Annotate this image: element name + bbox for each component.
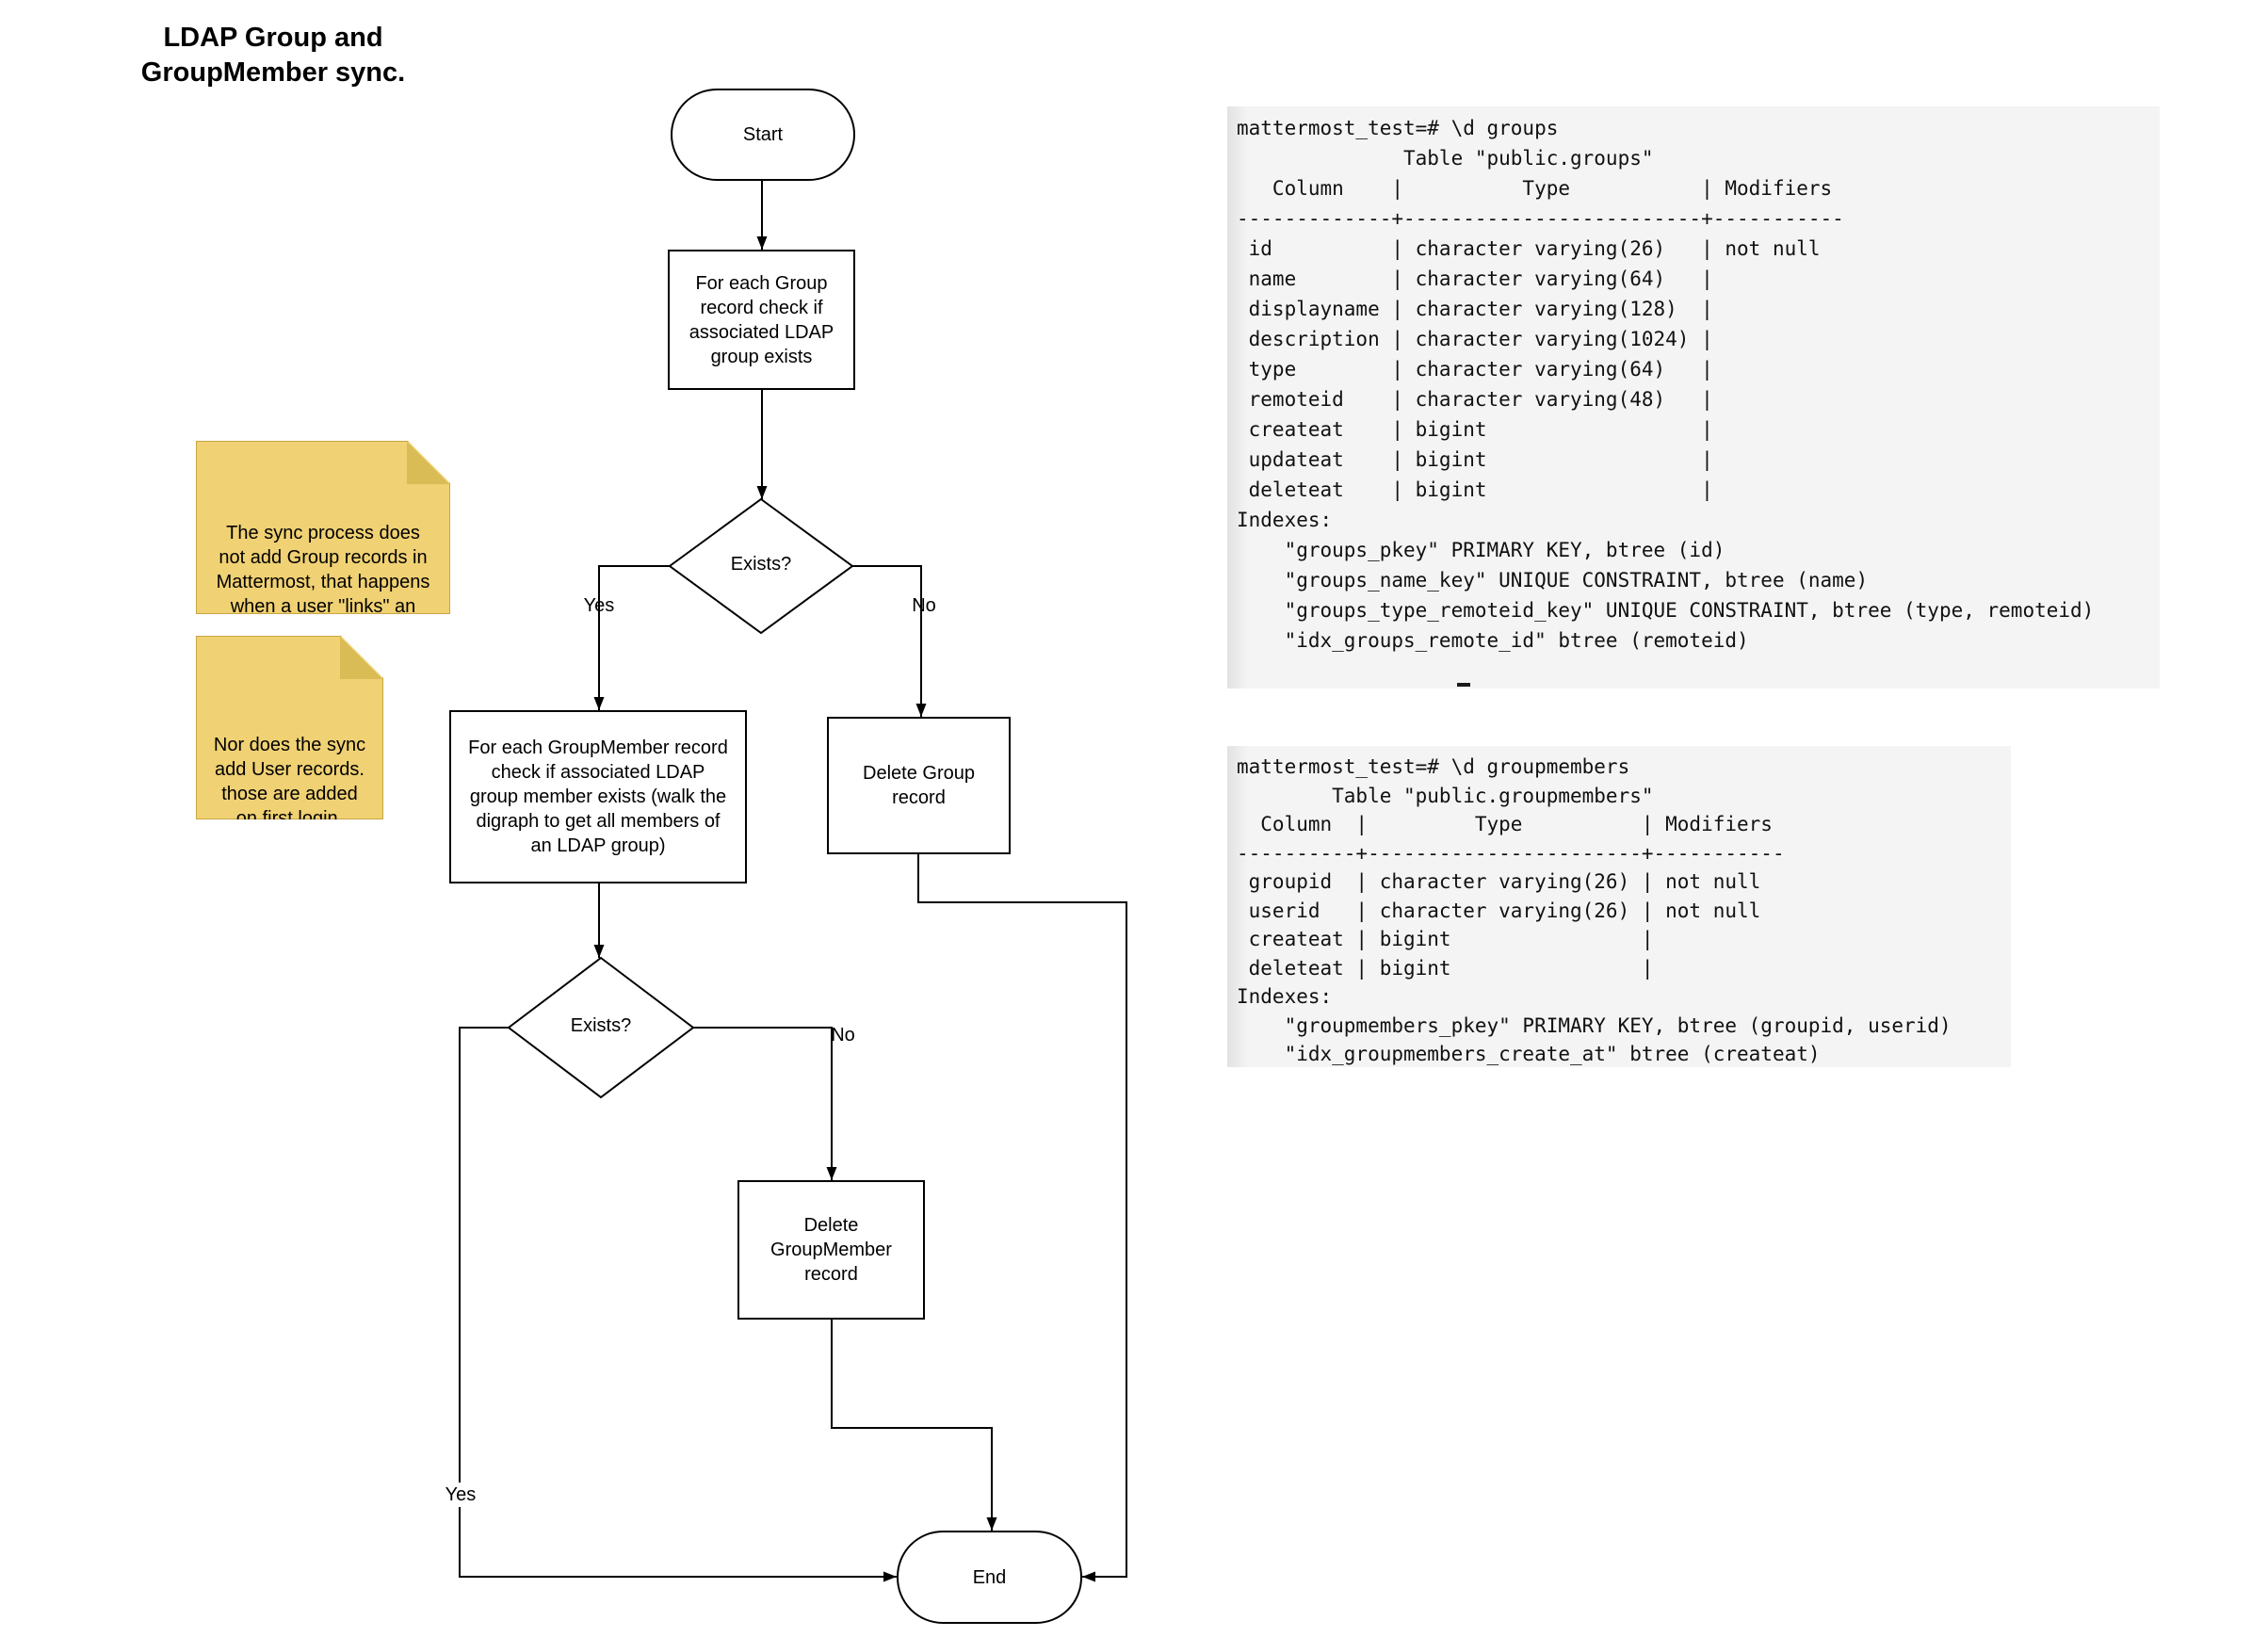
decision2-label: Exists? [570,1015,632,1036]
process-groupmember-node: For each GroupMember record check if ass… [449,710,747,883]
edge-deletegroupmember-to-end [831,1320,997,1531]
edge-decision1-yes [593,565,670,710]
start-node: Start [671,89,855,181]
psql-groupmembers-describe-output: mattermost_test=# \d groupmembers Table … [1237,755,1952,1065]
edge-deletegroup-to-end [917,854,1127,1582]
decision1-yes-label: Yes [583,595,615,616]
decision2-no-label: No [831,1025,855,1045]
sticky-note-text: Nor does the sync add User records. thos… [213,735,366,829]
terminal-output-groupmembers-table: mattermost_test=# \d groupmembers Table … [1227,746,2011,1067]
edge-decision2-yes-to-end [459,1027,897,1582]
decision2-yes-label: Yes [429,1483,492,1507]
end-node: End [897,1531,1082,1624]
delete-groupmember-node: Delete GroupMember record [737,1180,925,1320]
decision1-diamond [668,497,854,635]
terminal-cursor-dash [1457,683,1470,687]
sticky-note-sync-users: Nor does the sync add User records. thos… [196,636,383,819]
terminal-output-groups-table: mattermost_test=# \d groups Table "publi… [1227,106,2160,689]
delete-group-node: Delete Group record [827,717,1011,854]
decision1-label: Exists? [730,554,792,575]
diagram-title: LDAP Group and GroupMember sync. [140,23,406,88]
decision2-diamond [507,956,695,1099]
process-group-node: For each Group record check if associate… [668,250,855,390]
psql-groups-describe-output: mattermost_test=# \d groups Table "publi… [1237,117,2095,652]
sticky-note-sync-groups: The sync process does not add Group reco… [196,441,450,614]
decision1-no-label: No [912,595,936,616]
edge-decision2-no [693,1027,837,1180]
edge-decision1-no [852,565,927,717]
